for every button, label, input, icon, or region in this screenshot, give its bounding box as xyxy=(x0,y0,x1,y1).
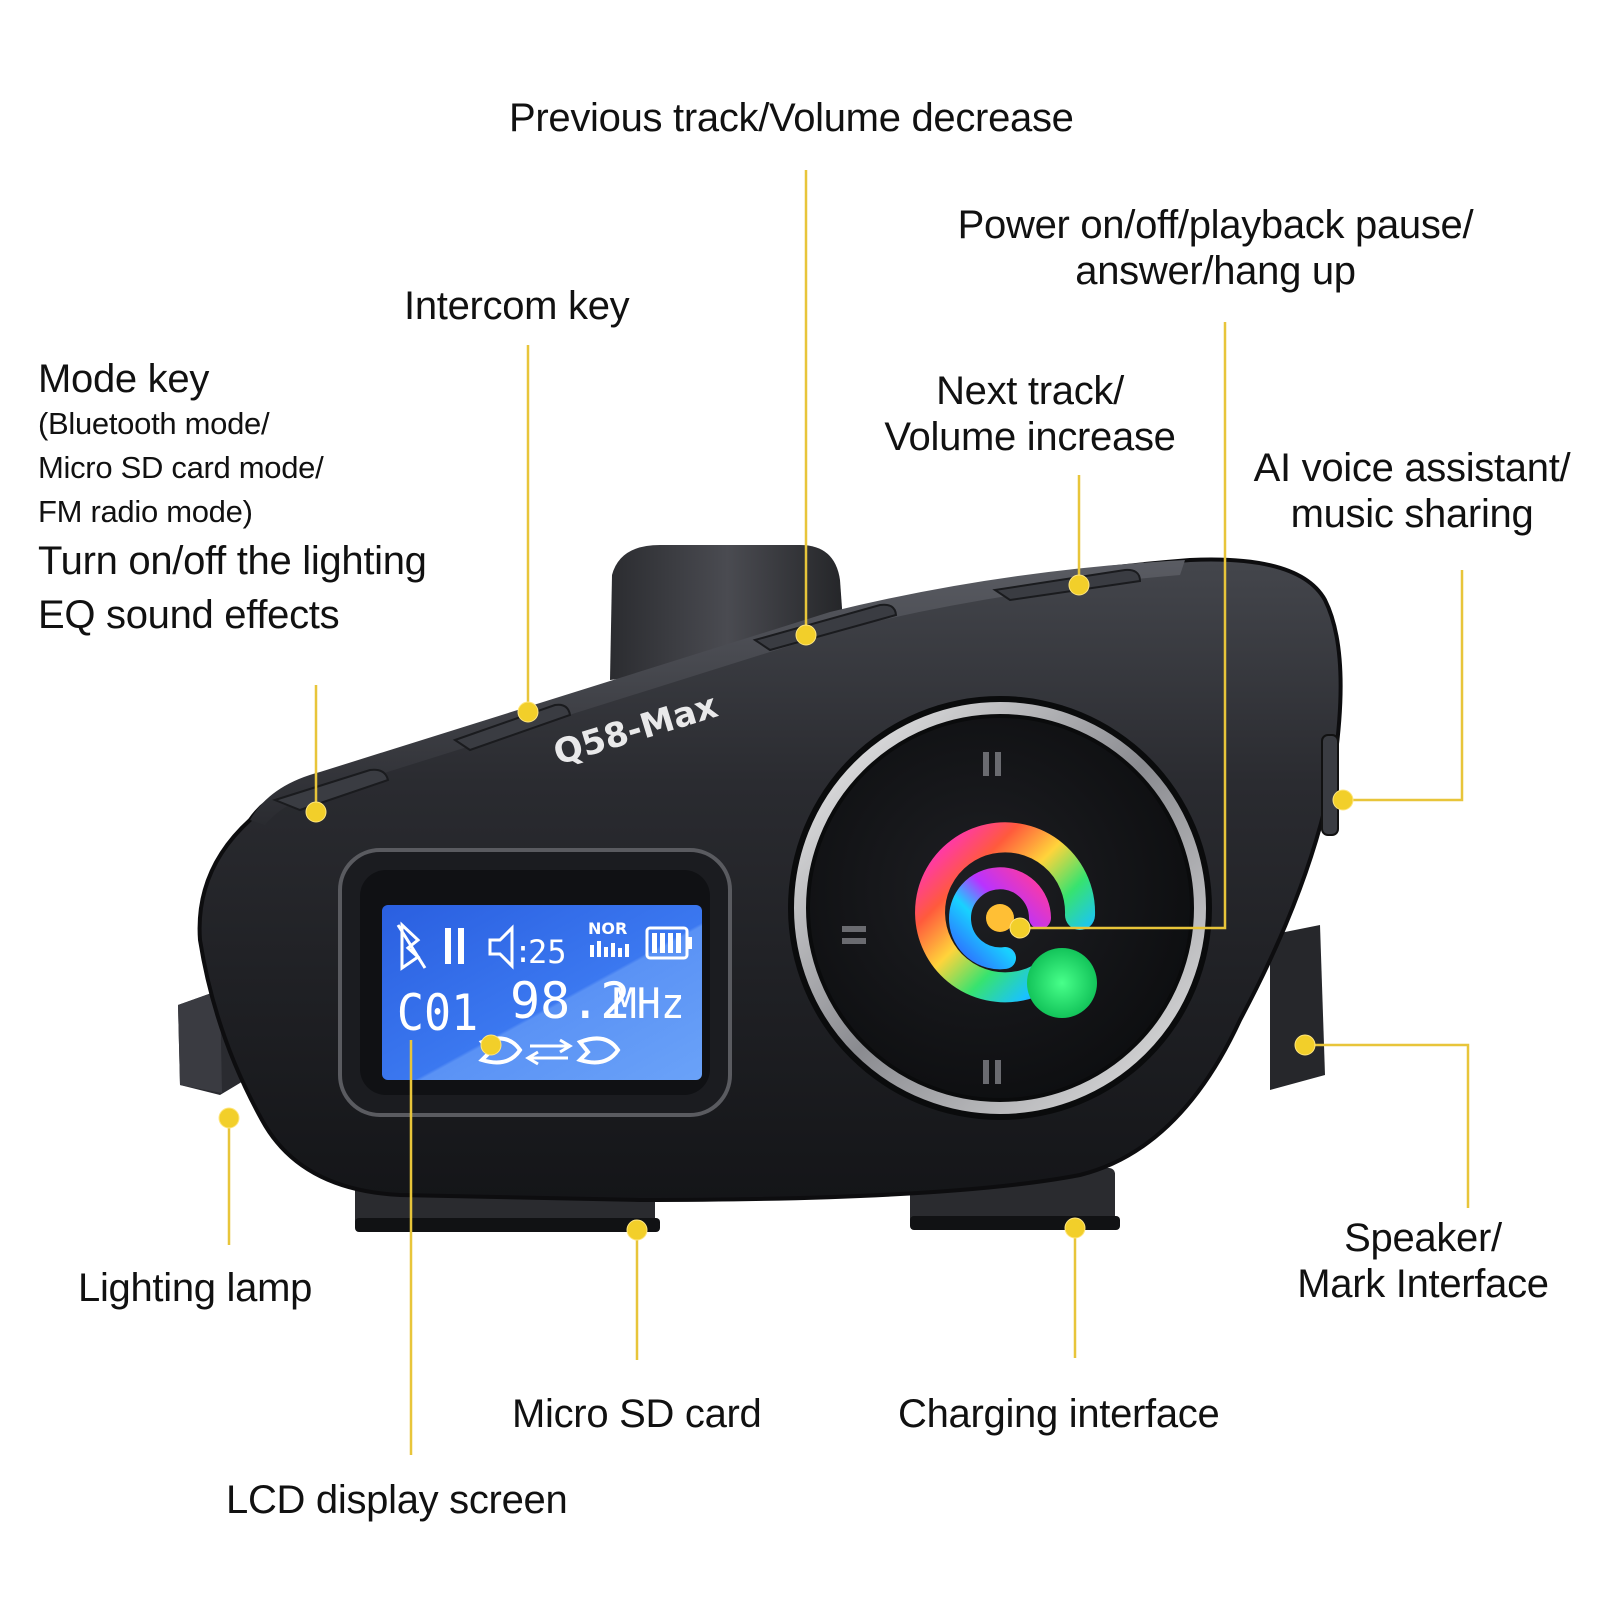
callout-dot-next-track xyxy=(1068,574,1090,596)
label-mode-key: Mode key (Bluetooth mode/ Micro SD card … xyxy=(38,357,427,637)
callout-dot-micro-sd xyxy=(626,1219,648,1241)
pause-icon xyxy=(445,928,464,964)
label-speaker: Speaker/ Mark Interface xyxy=(1297,1216,1549,1306)
label-ai-voice: AI voice assistant/ music sharing xyxy=(1253,446,1571,536)
bluetooth-off-icon xyxy=(396,921,427,971)
callout-dot-previous-track xyxy=(795,624,817,646)
label-intercom: Intercom key xyxy=(404,284,630,328)
intercom-key-button xyxy=(452,703,572,752)
lcd-contents: : 25 NOR C01 98.2 MHz xyxy=(396,919,692,1066)
label-power: Power on/off/playback pause/ answer/hang… xyxy=(957,203,1474,293)
label-previous-track: Previous track/Volume decrease xyxy=(509,96,1074,140)
lcd-channel: C01 xyxy=(397,985,478,1043)
ai-voice-button xyxy=(1321,734,1339,836)
leader-speaker xyxy=(1305,1043,1470,1208)
volume-icon: : xyxy=(488,924,532,970)
callout-dot-lcd xyxy=(480,1034,502,1056)
svg-text::: : xyxy=(514,935,532,970)
eq-badge: NOR xyxy=(588,919,629,957)
previous-track-button xyxy=(752,603,898,652)
lcd-eq-label: NOR xyxy=(588,919,627,938)
callout-dot-mode xyxy=(305,801,327,823)
label-micro-sd: Micro SD card xyxy=(512,1392,762,1436)
label-lighting-lamp: Lighting lamp xyxy=(78,1266,313,1310)
next-track-button xyxy=(992,568,1142,602)
callout-dot-lighting-lamp xyxy=(218,1107,240,1129)
leader-power xyxy=(1020,322,1227,930)
leader-ai-voice xyxy=(1343,570,1464,802)
rgb-logo-icon xyxy=(915,822,1097,1018)
label-lcd-screen: LCD display screen xyxy=(226,1478,568,1522)
callout-dot-ai-voice xyxy=(1332,789,1354,811)
callout-dot-charging xyxy=(1064,1217,1086,1239)
callout-dot-power xyxy=(1009,917,1031,939)
callout-dot-intercom xyxy=(517,701,539,723)
mode-key-button xyxy=(272,768,390,812)
label-charging: Charging interface xyxy=(898,1392,1220,1436)
battery-icon xyxy=(645,926,692,960)
speaker-interface-housing xyxy=(1270,925,1325,1090)
label-next-track: Next track/ Volume increase xyxy=(884,369,1176,459)
lcd-frequency: 98.2 xyxy=(510,972,630,1030)
lcd-volume-value: 25 xyxy=(528,933,567,971)
callout-dot-speaker xyxy=(1294,1034,1316,1056)
lcd-frequency-unit: MHz xyxy=(613,979,685,1028)
